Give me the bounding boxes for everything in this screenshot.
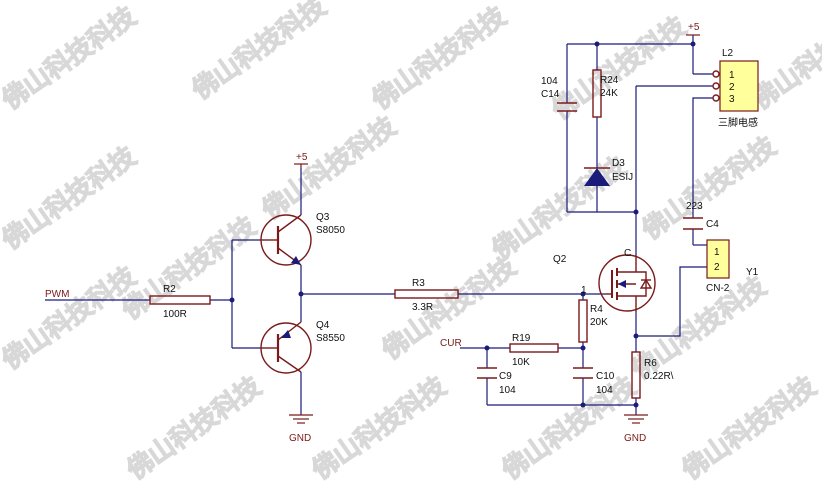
power-symbol-top: +5 xyxy=(686,22,700,36)
q2-pin1: 1 xyxy=(581,285,587,296)
watermark: 佛山科技科技 xyxy=(116,212,262,327)
vcc-label: +5 xyxy=(688,22,700,33)
watermark: 佛山科技科技 xyxy=(0,262,142,377)
watermark: 佛山科技科技 xyxy=(496,372,642,487)
d3-value: ESIJ xyxy=(612,172,633,183)
watermark: 佛山科技科技 xyxy=(256,112,402,227)
transistor-q4: Q4 S8550 xyxy=(260,320,345,374)
l2-pin-1: 1 xyxy=(729,70,735,81)
capacitor-c14: 104 C14 xyxy=(541,76,577,112)
r19-value: 10K xyxy=(512,357,530,368)
ground-symbol-right: GND xyxy=(624,414,648,444)
c9-value: 104 xyxy=(499,385,516,396)
c9-ref: C9 xyxy=(499,371,512,382)
watermark: 佛山科技科技 xyxy=(376,252,522,367)
net-label-pwm: PWM xyxy=(45,289,69,300)
pwm-label: PWM xyxy=(45,289,69,300)
r19-ref: R19 xyxy=(512,333,531,344)
c14-ref: C14 xyxy=(541,89,560,100)
q3-value: S8050 xyxy=(316,225,345,236)
connector-y1: 1 2 Y1 CN-2 xyxy=(706,239,759,294)
r4-value: 20K xyxy=(590,317,608,328)
connector-l2: 1 2 3 L2 三脚电感 xyxy=(712,48,759,129)
resistor-r19: R19 10K xyxy=(509,333,559,368)
watermark: 佛山科技科技 xyxy=(486,152,632,267)
q4-ref: Q4 xyxy=(316,320,330,331)
watermark: 佛山科技科技 xyxy=(121,372,267,487)
cur-label: CUR xyxy=(440,338,462,349)
watermark: 佛山科技科技 xyxy=(366,2,512,117)
l2-value: 三脚电感 xyxy=(718,116,758,129)
c4-value: 223 xyxy=(686,201,703,212)
q2-ref: Q2 xyxy=(553,254,567,265)
vcc-label: +5 xyxy=(296,152,308,163)
y1-value: CN-2 xyxy=(706,283,730,294)
resistor-r6: R6 0.22R\ xyxy=(631,351,674,399)
q4-value: S8550 xyxy=(316,333,345,344)
q2-pin-top: C xyxy=(624,248,631,259)
capacitor-c4: 223 C4 xyxy=(683,201,719,230)
resistor-r24: R24 24K xyxy=(592,69,619,118)
resistor-r4: R4 20K xyxy=(578,299,608,343)
resistor-r2: R2 100R xyxy=(149,284,211,320)
r3-value: 3.3R xyxy=(412,302,433,313)
r6-ref: R6 xyxy=(644,358,657,369)
l2-pin-3: 3 xyxy=(729,94,735,105)
r24-value: 24K xyxy=(600,88,618,99)
watermark: 佛山科技科技 xyxy=(626,272,772,387)
capacitor-c10: C10 104 xyxy=(573,367,615,396)
r4-ref: R4 xyxy=(590,304,603,315)
l2-pin-2: 2 xyxy=(729,82,735,93)
y1-ref: Y1 xyxy=(746,267,759,278)
ground-symbol-left: GND xyxy=(289,414,313,444)
resistor-r3: R3 3.3R xyxy=(394,278,459,313)
watermark: 佛山科技科技 xyxy=(546,12,692,127)
r24-ref: R24 xyxy=(600,75,619,86)
mosfet-q2: Q2 1 C xyxy=(553,248,656,312)
y1-pin-1: 1 xyxy=(714,247,720,258)
gnd-label: GND xyxy=(289,433,311,444)
r6-value: 0.22R\ xyxy=(644,371,674,382)
c10-value: 104 xyxy=(596,385,613,396)
y1-pin-2: 2 xyxy=(714,262,720,273)
r2-value: 100R xyxy=(163,309,187,320)
diode-d3: D3 ESIJ xyxy=(584,158,633,195)
watermarks: 佛山科技科技 佛山科技科技 佛山科技科技 佛山科技科技 佛山科技科技 佛山科技科… xyxy=(0,0,822,487)
watermark: 佛山科技科技 xyxy=(0,2,142,117)
junctions xyxy=(229,41,696,408)
gnd-label: GND xyxy=(624,433,646,444)
d3-ref: D3 xyxy=(612,158,625,169)
watermark: 佛山科技科技 xyxy=(186,0,332,106)
transistor-q3: Q3 S8050 xyxy=(260,212,345,266)
c4-ref: C4 xyxy=(706,219,719,230)
r2-ref: R2 xyxy=(163,284,176,295)
l2-ref: L2 xyxy=(722,48,734,59)
r3-ref: R3 xyxy=(412,278,425,289)
c14-value: 104 xyxy=(541,76,558,87)
net-label-cur: CUR xyxy=(440,338,462,349)
c10-ref: C10 xyxy=(596,371,615,382)
watermark: 佛山科技科技 xyxy=(676,372,822,487)
watermark: 佛山科技科技 xyxy=(306,372,452,487)
watermark: 佛山科技科技 xyxy=(0,142,142,257)
power-symbol-q3: +5 xyxy=(294,152,308,168)
q3-ref: Q3 xyxy=(316,212,330,223)
capacitor-c9: C9 104 xyxy=(477,367,516,396)
